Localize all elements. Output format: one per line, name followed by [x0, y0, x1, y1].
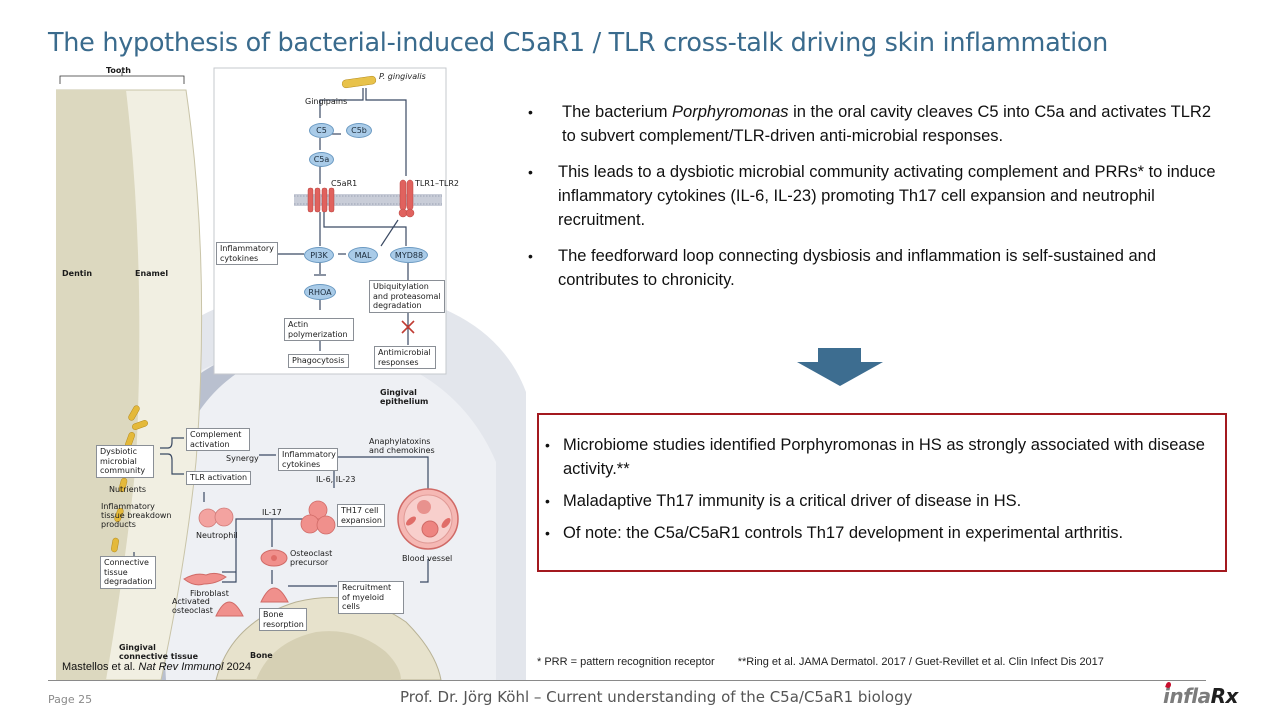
- blood-vessel-label: Blood vessel: [402, 554, 453, 563]
- nutrients-label: Nutrients: [109, 485, 146, 494]
- conclusion-box: • Microbiome studies identified Porphyro…: [537, 413, 1227, 572]
- inflammatory-cytokines-box: Inflammatory cytokines: [278, 448, 338, 472]
- footnotes: * PRR = pattern recognition receptor **R…: [537, 656, 1124, 668]
- dysbiotic-community-box: Dysbiotic microbial community: [96, 445, 154, 478]
- antimicrobial-box: Antimicrobial responses: [374, 346, 436, 370]
- footnote-refs: **Ring et al. JAMA Dermatol. 2017 / Guet…: [737, 656, 1104, 668]
- synergy-label: Synergy: [226, 454, 259, 463]
- footer-divider: [48, 680, 1206, 681]
- anaphylatoxins-label: Anaphylatoxins and chemokines: [369, 437, 435, 456]
- citation-journal: Nat Rev Immunol: [138, 661, 224, 673]
- pathway-figure: Tooth Dentin Enamel P. gingivalis Gingip…: [56, 62, 526, 680]
- bullet-dot: •: [528, 104, 533, 120]
- connective-degradation-box: Connective tissue degradation: [100, 556, 156, 589]
- tlr-activation-box: TLR activation: [186, 471, 252, 485]
- gingival-epithelium-label: Gingival epithelium: [380, 388, 429, 407]
- hypothesis-bullets: • The bacterium Porphyromonas in the ora…: [528, 100, 1228, 304]
- conclusion-text: Microbiome studies identified Porphyromo…: [563, 436, 1205, 478]
- figure-citation: Mastellos et al. Nat Rev Immunol 2024: [62, 661, 251, 673]
- phagocytosis-box: Phagocytosis: [288, 354, 349, 368]
- citation-authors: Mastellos et al.: [62, 661, 139, 673]
- bullet-text: This leads to a dysbiotic microbial comm…: [558, 163, 1216, 229]
- activated-osteoclast-label: Activated osteoclast: [172, 597, 213, 616]
- neutrophil-label: Neutrophil: [196, 531, 238, 540]
- il17-label: IL-17: [262, 508, 282, 517]
- bullet-text-post: in the oral cavity cleaves C5 into C5a a…: [562, 103, 1212, 145]
- footer-title: Prof. Dr. Jörg Köhl – Current understand…: [400, 688, 913, 706]
- tlr-label: TLR1–TLR2: [415, 179, 459, 188]
- conclusion-item: • Of note: the C5a/C5aR1 controls Th17 d…: [545, 521, 1225, 545]
- c5ar1-label: C5aR1: [331, 179, 358, 188]
- mal-node: MAL: [348, 247, 378, 263]
- conclusion-item: • Microbiome studies identified Porphyro…: [545, 433, 1225, 481]
- bullet-dot: •: [545, 493, 550, 509]
- bullet-text: The feedforward loop connecting dysbiosi…: [558, 247, 1157, 289]
- myd88-node: MYD88: [390, 247, 428, 263]
- conclusion-text: Maladaptive Th17 immunity is a critical …: [563, 492, 1022, 510]
- inflarx-logo: inflaRx: [1163, 681, 1239, 708]
- citation-year: 2024: [223, 661, 251, 673]
- logo-text-light: infla: [1163, 684, 1211, 708]
- gingival-connective-tissue-label: Gingival connective tissue: [119, 643, 198, 662]
- tooth-label: Tooth: [106, 66, 131, 75]
- gingipains-label: Gingipains: [305, 97, 348, 106]
- bacterium-label: P. gingivalis: [379, 72, 426, 81]
- conclusion-item: • Maladaptive Th17 immunity is a critica…: [545, 489, 1225, 513]
- th17-expansion-box: TH17 cell expansion: [337, 504, 385, 528]
- bullet-text-pre: The bacterium: [562, 103, 673, 121]
- bullet-dot: •: [545, 525, 550, 541]
- ubiquitylation-box: Ubiquitylation and proteasomal degradati…: [369, 280, 445, 313]
- c5b-node: C5b: [346, 123, 372, 138]
- bullet-dot: •: [545, 437, 550, 453]
- footnote-prr: * PRR = pattern recognition receptor: [537, 656, 715, 668]
- logo-text-dark: Rx: [1210, 684, 1239, 708]
- enamel-label: Enamel: [135, 269, 169, 278]
- rhoa-node: RHOA: [304, 284, 336, 300]
- breakdown-products-label: Inflammatory tissue breakdown products: [101, 502, 172, 530]
- bullet-dot: •: [528, 248, 533, 264]
- pi3k-node: PI3K: [304, 247, 334, 263]
- il6-il23-label: IL-6, IL-23: [316, 475, 356, 484]
- conclusion-text: Of note: the C5a/C5aR1 controls Th17 dev…: [563, 524, 1124, 542]
- c5-node: C5: [309, 123, 334, 138]
- fibroblast-label: Fibroblast: [190, 589, 229, 598]
- bullet-item: • The bacterium Porphyromonas in the ora…: [528, 100, 1228, 148]
- page-number: Page 25: [48, 693, 93, 706]
- osteoclast-precursor-label: Osteoclast precursor: [290, 549, 333, 568]
- down-arrow-icon: [797, 348, 883, 386]
- bone-resorption-box: Bone resorption: [259, 608, 307, 632]
- recruitment-box: Recruitment of myeloid cells: [338, 581, 404, 614]
- slide-title: The hypothesis of bacterial-induced C5aR…: [48, 28, 1109, 58]
- c5a-node: C5a: [309, 152, 334, 167]
- complement-activation-box: Complement activation: [186, 428, 250, 452]
- bullet-text-italic: Porphyromonas: [672, 103, 789, 121]
- bullet-dot: •: [528, 164, 533, 180]
- dentin-label: Dentin: [62, 269, 93, 278]
- bone-label: Bone: [250, 651, 273, 660]
- bullet-item: • The feedforward loop connecting dysbio…: [528, 244, 1228, 292]
- actin-box: Actin polymerization: [284, 318, 354, 342]
- inflammatory-cytokines-box-top: Inflammatory cytokines: [216, 242, 278, 266]
- bullet-item: • This leads to a dysbiotic microbial co…: [528, 160, 1228, 232]
